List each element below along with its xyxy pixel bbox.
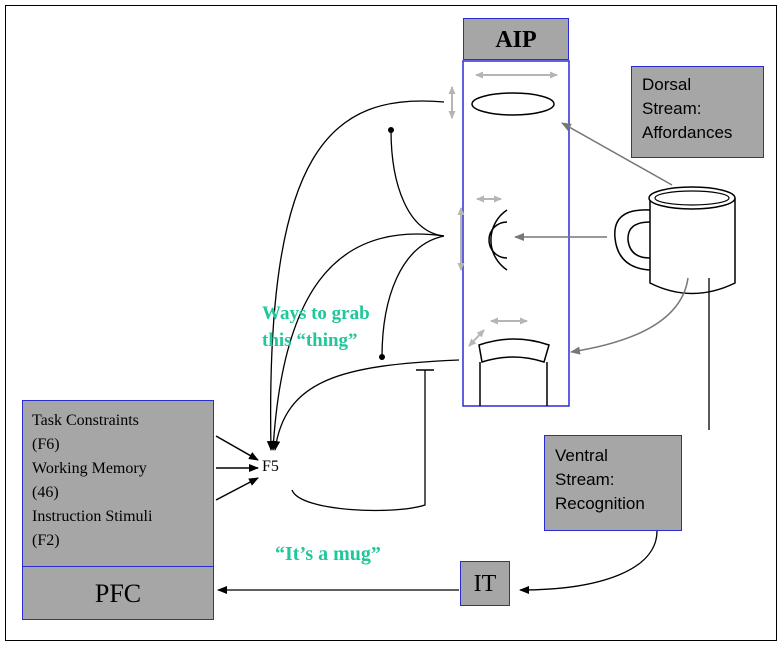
pfc-box: PFC — [22, 566, 214, 620]
it-label: IT — [473, 571, 497, 597]
dorsal-line: Dorsal — [642, 75, 692, 94]
ventral-line: Recognition — [555, 494, 645, 513]
f5-label: F5 — [262, 458, 279, 475]
curve-top-to-f5 — [266, 100, 445, 451]
curve-dot-mid — [379, 354, 385, 360]
diagram-frame — [5, 5, 777, 641]
ways-line-2: this “thing” — [262, 330, 358, 351]
dorsal-stream-box: Dorsal Stream: Affordances — [631, 66, 764, 158]
affordance-ellipse — [471, 92, 555, 116]
pfc-label: PFC — [94, 579, 142, 608]
curve-handle-to-f5 — [269, 233, 445, 451]
dorsal-line: Affordances — [642, 123, 733, 142]
handle-arc-inner — [488, 221, 508, 259]
curve-body-to-f5 — [272, 359, 460, 451]
arrow-task-to-f5 — [215, 435, 259, 461]
ways-line-1: Ways to grab — [262, 303, 370, 324]
ventral-arrow-to-it — [519, 530, 658, 594]
dorsal-line: Stream: — [642, 99, 702, 118]
ventral-line: Ventral — [555, 446, 608, 465]
task-line: Instruction Stimuli — [32, 508, 153, 525]
diagonal-arrow-bottom — [468, 329, 485, 347]
mug-icon — [614, 186, 736, 295]
aip-box: AIP — [463, 18, 569, 60]
arrow-stimuli-to-f5 — [215, 477, 259, 501]
ventral-line: Stream: — [555, 470, 615, 489]
handle-arc-outer — [490, 209, 508, 271]
inhibition-loop — [291, 370, 426, 512]
ventral-stream-box: Ventral Stream: Recognition — [544, 435, 682, 531]
task-line: Task Constraints — [32, 412, 139, 429]
aip-column — [462, 60, 570, 407]
task-line: (46) — [32, 484, 59, 501]
cup-body-shape — [478, 338, 550, 363]
task-line: (F6) — [32, 436, 60, 453]
aip-label: AIP — [495, 27, 537, 53]
task-constraints-box: Task Constraints (F6) Working Memory (46… — [22, 400, 214, 567]
dorsal-arrow-to-ellipse — [561, 122, 673, 186]
it-box: IT — [460, 561, 510, 606]
task-line: Working Memory — [32, 460, 147, 477]
task-line: (F2) — [32, 532, 60, 549]
dorsal-arrow-to-body — [570, 277, 689, 355]
its-a-mug-label: “It’s a mug” — [275, 543, 381, 565]
curve-dot-top — [388, 127, 394, 133]
curve-top-branch — [390, 129, 445, 237]
ways-to-grab-label: Ways to grab this “thing” — [262, 300, 370, 354]
curve-handle-branch — [381, 235, 445, 358]
